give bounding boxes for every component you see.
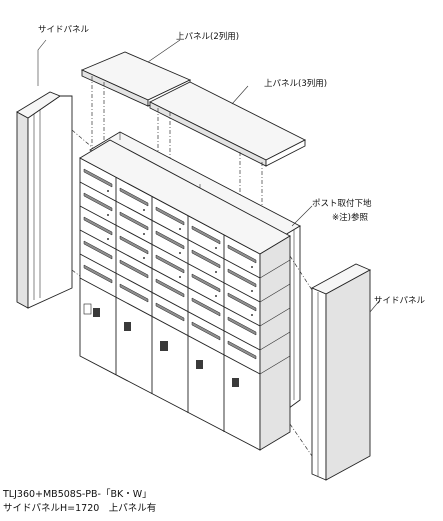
leader-side-panel-left — [37, 39, 47, 86]
leader-top-panel-3 — [231, 85, 249, 105]
left-side-panel — [16, 91, 73, 309]
label-side-panel-right: サイドパネル — [374, 296, 426, 306]
top-panel-3col — [148, 81, 306, 167]
delivery-box-controls — [83, 303, 239, 387]
mailbox-bank — [79, 139, 291, 451]
caption-line-1: TLJ360+MB508S-PB-「BK・W」 — [2, 489, 152, 500]
leader-side-panel-right — [369, 299, 381, 313]
right-side-panel — [310, 263, 372, 481]
dash-right-panel-2 — [289, 423, 313, 457]
label-post-mount-1: ポスト取付下地 — [312, 198, 372, 209]
lock-dots — [107, 190, 253, 316]
caption-line-2: サイドパネルH=1720 上パネル有 — [3, 502, 156, 514]
dash-right-panel — [289, 255, 313, 291]
leader-top-panel-2 — [147, 39, 181, 63]
label-post-mount-2: ※注)参照 — [332, 212, 368, 223]
label-side-panel-left: サイドパネル — [38, 25, 90, 35]
label-top-panel-2: 上パネル(2列用) — [176, 31, 239, 42]
mail-slots — [83, 168, 257, 360]
label-top-panel-3: 上パネル(3列用) — [264, 78, 327, 89]
leader-post-mount — [291, 205, 313, 227]
